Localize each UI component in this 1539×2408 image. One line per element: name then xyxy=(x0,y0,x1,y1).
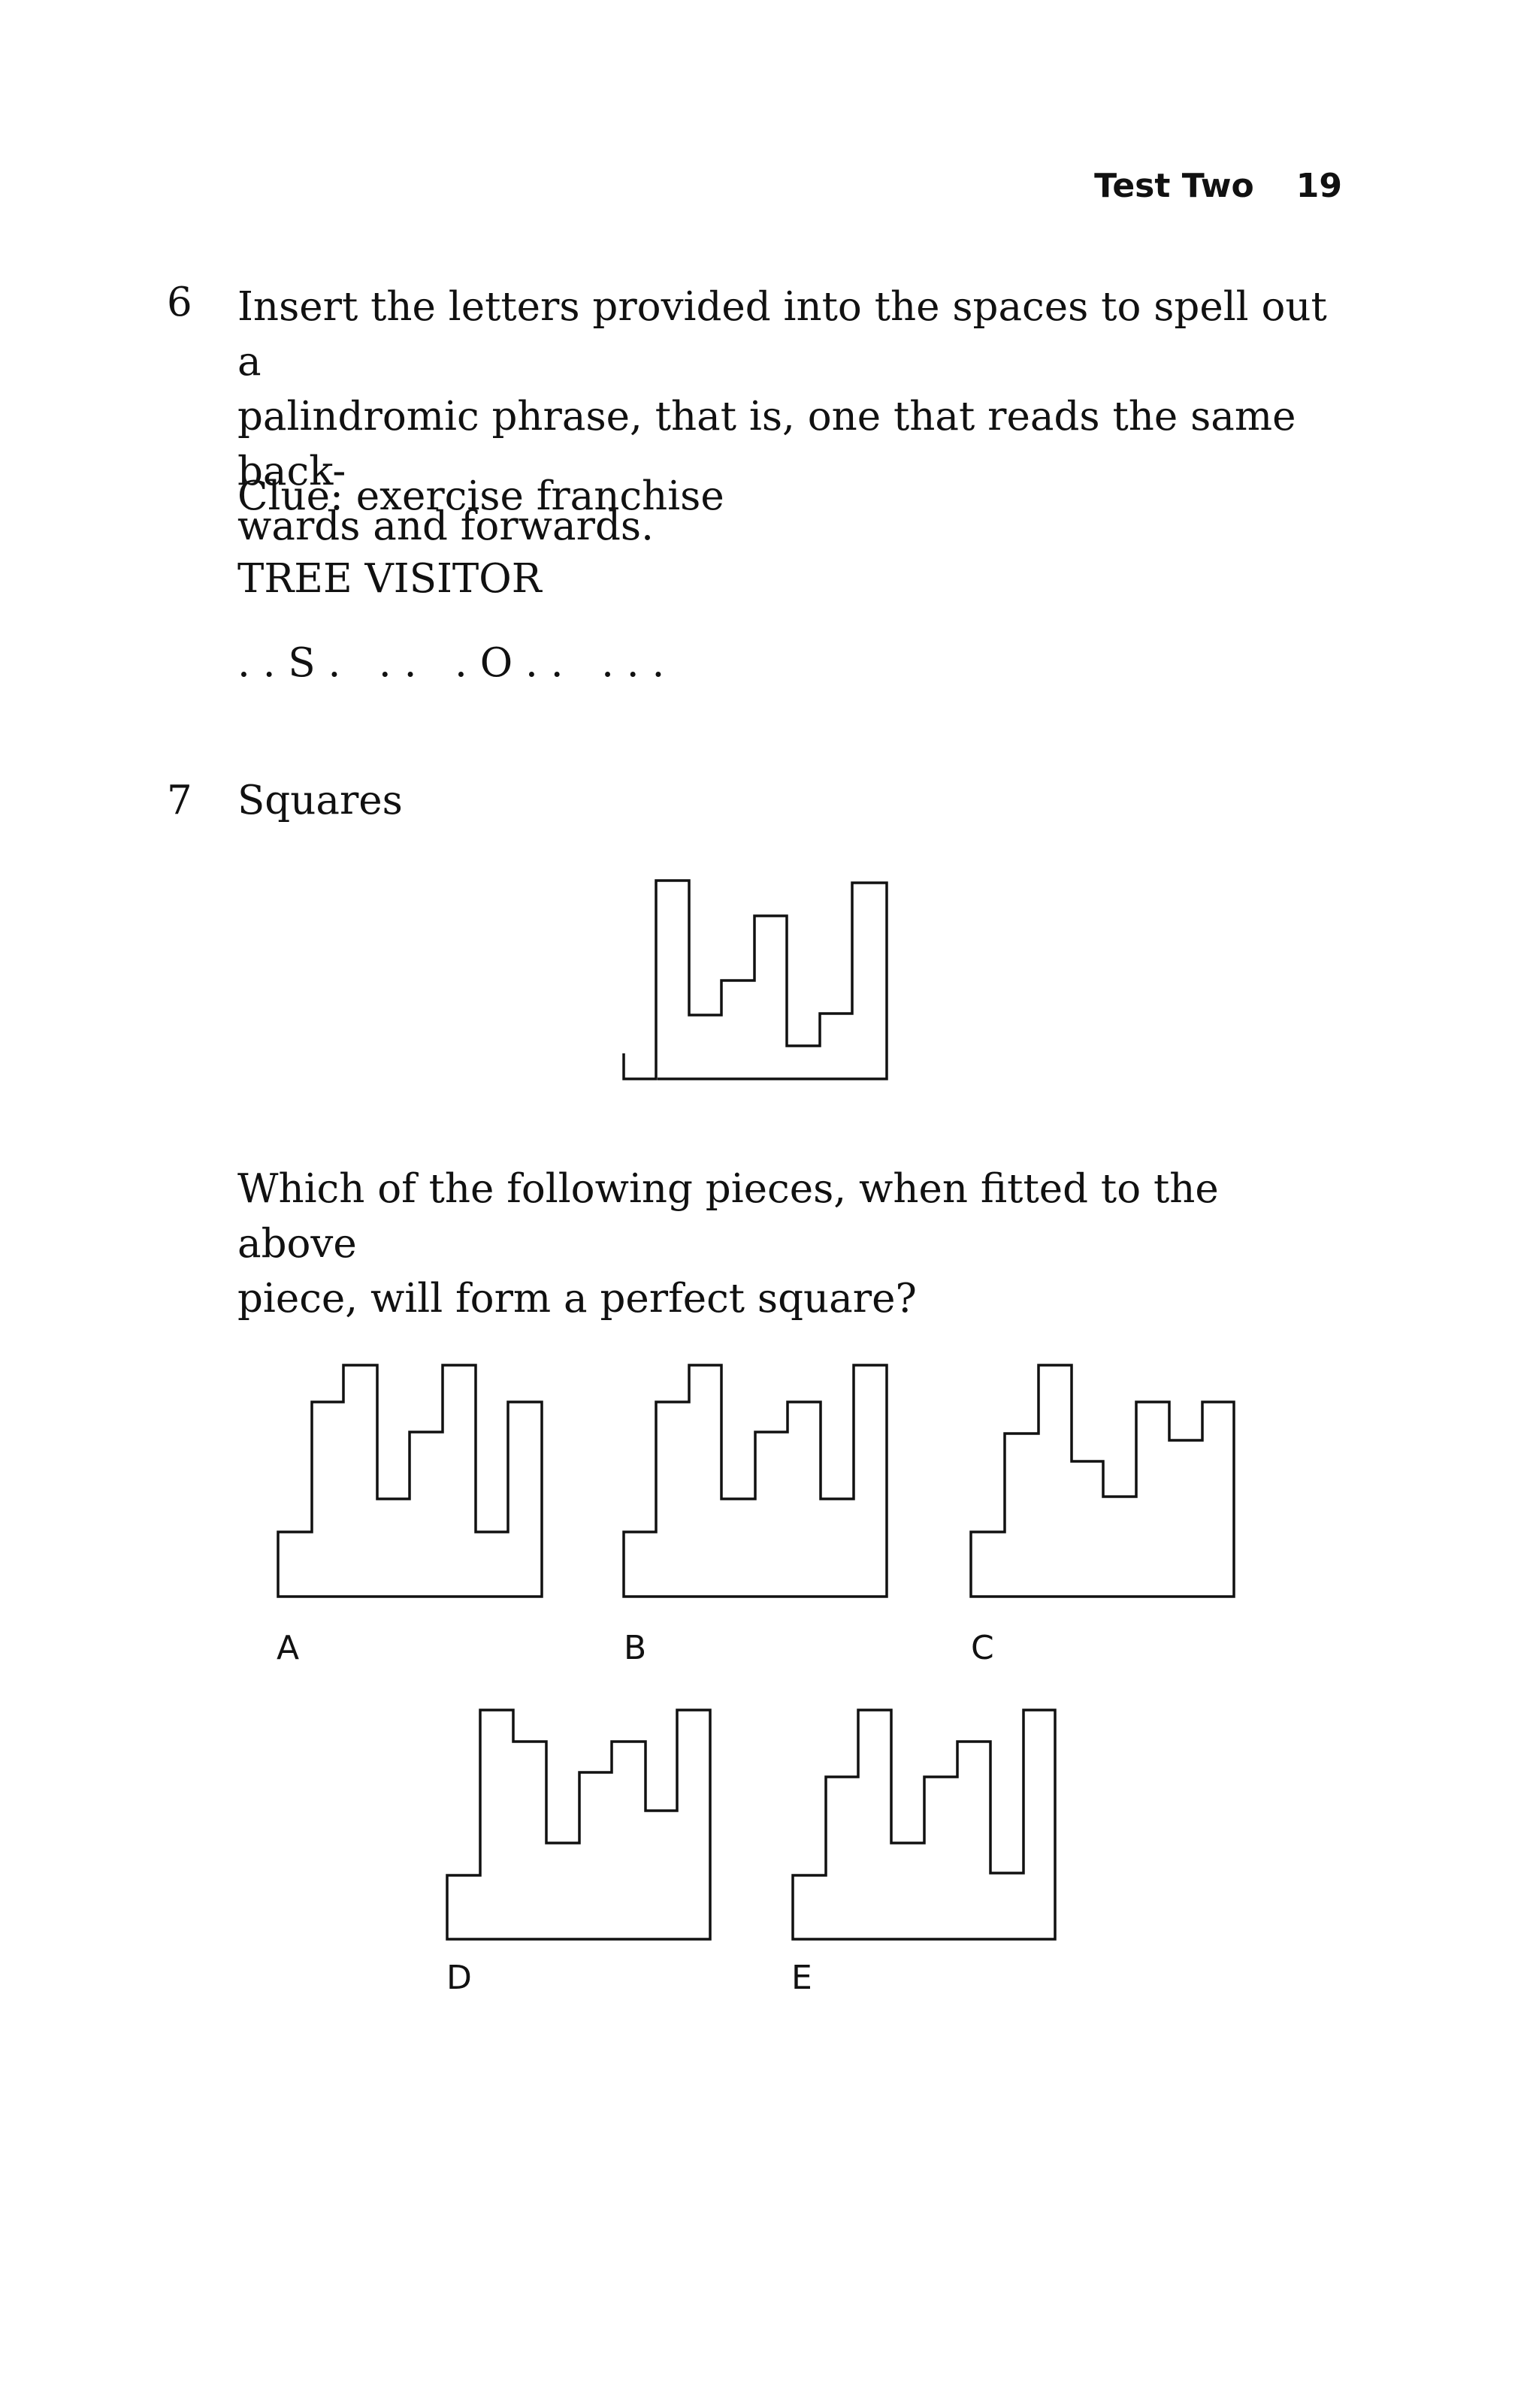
option-b-piece xyxy=(622,1364,888,1598)
prompt-line: palindromic phrase, that is, one that re… xyxy=(237,394,1296,494)
header-section: Test Two xyxy=(1094,167,1254,205)
question-6-pattern: . . S . . . . O . . . . . xyxy=(237,640,665,686)
option-e-label: E xyxy=(791,1959,812,1997)
question-7-title: Squares xyxy=(237,778,403,823)
running-header: Test Two 19 xyxy=(1094,167,1342,205)
option-e-piece xyxy=(791,1709,1057,1941)
given-piece xyxy=(622,879,888,1080)
prompt-line: piece, will form a perfect square? xyxy=(237,1276,917,1322)
question-6-letters: TREE VISITOR xyxy=(237,556,542,602)
option-a-piece xyxy=(277,1364,543,1598)
option-c-label: C xyxy=(971,1629,994,1667)
question-6-clue: Clue: exercise franchise xyxy=(237,473,724,519)
question-6-number: 6 xyxy=(167,279,192,325)
option-d-label: D xyxy=(446,1959,472,1997)
question-6-prompt: Insert the letters provided into the spa… xyxy=(237,279,1350,554)
question-7-number: 7 xyxy=(167,778,192,823)
question-7-prompt: Which of the following pieces, when fitt… xyxy=(237,1162,1350,1326)
prompt-line: Which of the following pieces, when fitt… xyxy=(237,1166,1219,1267)
prompt-line: Insert the letters provided into the spa… xyxy=(237,284,1327,385)
page-number: 19 xyxy=(1296,167,1342,205)
prompt-line: wards and forwards. xyxy=(237,503,654,549)
option-a-label: A xyxy=(277,1629,300,1667)
option-b-label: B xyxy=(624,1629,647,1667)
option-d-piece xyxy=(446,1709,712,1941)
option-c-piece xyxy=(969,1364,1235,1598)
